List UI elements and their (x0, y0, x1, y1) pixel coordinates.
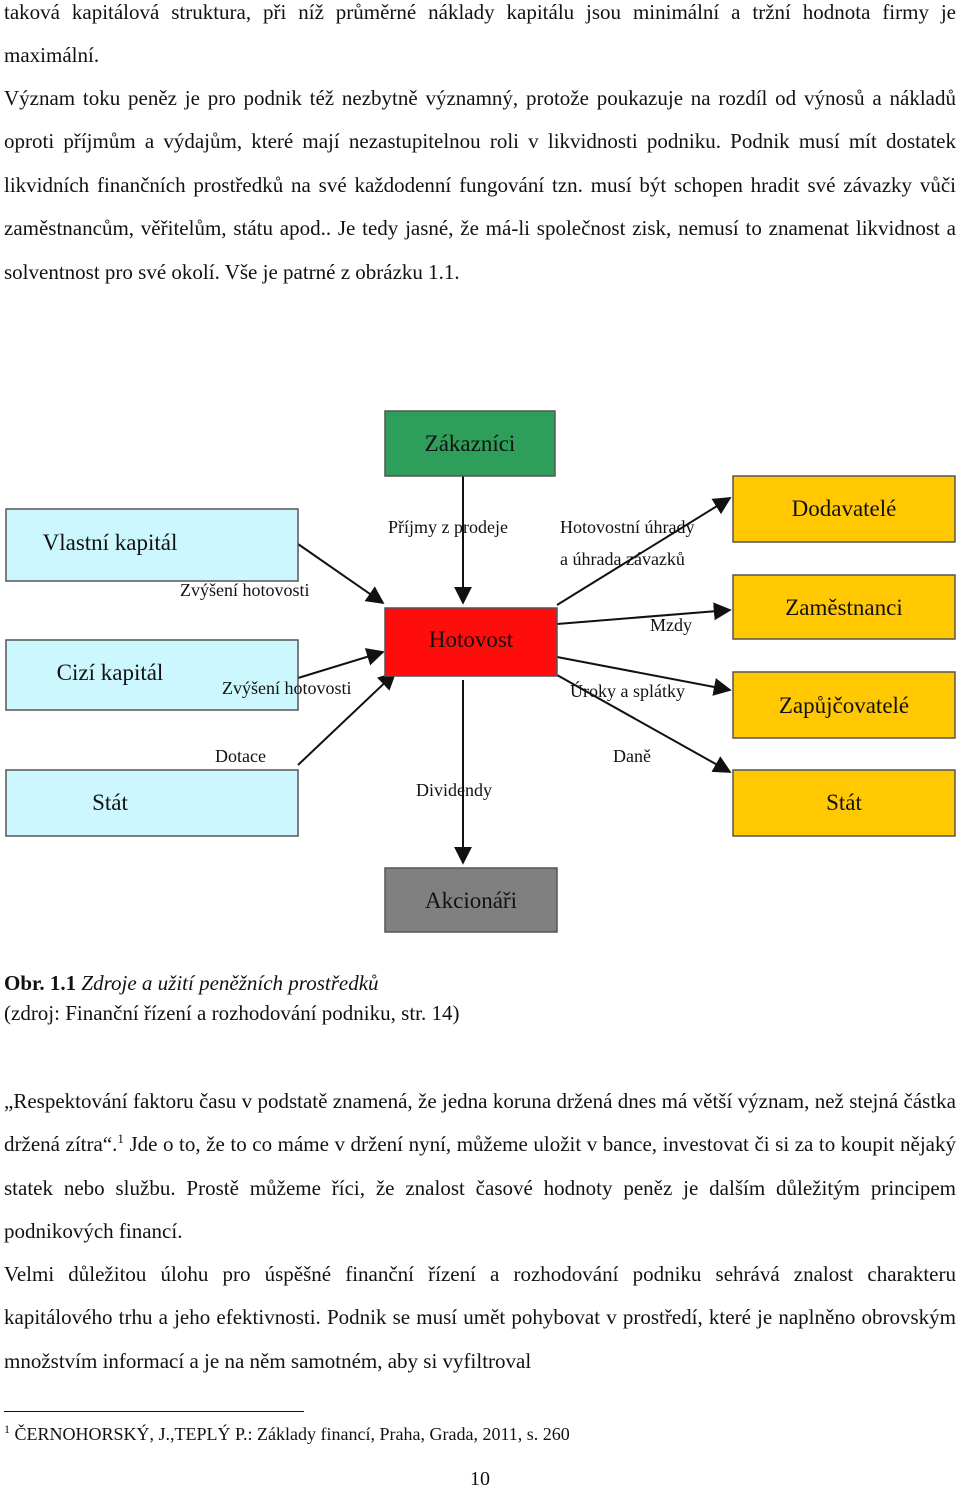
node-cash-label: Hotovost (429, 627, 514, 652)
edge-label-equity-increase: Zvýšení hotovosti (180, 580, 310, 600)
edge-label-wages: Mzdy (650, 615, 692, 635)
page-number: 10 (470, 1468, 490, 1490)
node-employees-label: Zaměstnanci (785, 595, 903, 620)
footnote: 1 ČERNOHORSKÝ, J.,TEPLÝ P.: Základy fina… (4, 1422, 570, 1446)
footnote-reference[interactable]: 1 (117, 1131, 124, 1147)
node-state-in-label: Stát (92, 790, 128, 815)
node-equity-label: Vlastní kapitál (43, 530, 178, 555)
node-debt-label: Cizí kapitál (57, 660, 164, 685)
node-cash: Hotovost (384, 607, 558, 677)
paragraph-time-value: „Respektování faktoru času v podstatě zn… (4, 1080, 956, 1254)
arrow-cash-to-state (556, 674, 732, 773)
edge-label-debt-increase: Zvýšení hotovosti (222, 678, 352, 698)
paragraph-cash-flow: Význam toku peněz je pro podnik též nezb… (4, 86, 956, 284)
node-employees: Zaměstnanci (732, 574, 956, 640)
edge-label-supplier-payments-1: Hotovostní úhrady (560, 517, 695, 537)
paragraph-capital-market: Velmi důležitou úlohu pro úspěšné finanč… (4, 1262, 956, 1373)
footnote-text: ČERNOHORSKÝ, J.,TEPLÝ P.: Základy financ… (14, 1424, 570, 1444)
arrow-cash-to-suppliers (556, 497, 732, 606)
diagram-arrows (297, 476, 732, 865)
arrow-equity-to-cash (297, 543, 385, 605)
figure-caption-label: Obr. 1.1 (4, 971, 77, 995)
node-lenders-label: Zapůjčovatelé (779, 693, 909, 718)
node-suppliers-label: Dodavatelé (792, 496, 897, 521)
node-state-out-label: Stát (826, 790, 862, 815)
figure-caption-title: Zdroje a užití peněžních prostředků (81, 971, 379, 995)
node-customers: Zákazníci (384, 410, 556, 477)
paragraph-time-value-rest: Jde o to, že to co máme v držení nyní, m… (4, 1132, 956, 1244)
edge-label-taxes: Daně (613, 746, 651, 766)
node-shareholders-label: Akcionáři (425, 888, 517, 913)
quote-text: „Respektování faktoru času v podstatě zn… (4, 1089, 956, 1157)
node-state-in: Stát (5, 769, 299, 837)
arrow-cash-to-employees (556, 602, 732, 625)
edge-label-subsidies: Dotace (215, 746, 266, 766)
node-debt: Cizí kapitál (5, 639, 299, 711)
paragraph-capital-structure: taková kapitálová struktura, při níž prů… (4, 0, 956, 68)
node-shareholders: Akcionáři (384, 867, 558, 933)
edge-label-supplier-payments-2: a úhrada závazků (560, 549, 685, 569)
edge-labels: Příjmy z prodeje Hotovostní úhrady a úhr… (180, 517, 695, 800)
cash-flow-diagram: Zákazníci Vlastní kapitál Cizí kapitál S… (0, 400, 960, 940)
footnote-mark: 1 (4, 1422, 10, 1436)
node-suppliers: Dodavatelé (732, 475, 956, 543)
edge-label-dividends: Dividendy (416, 780, 492, 800)
footnote-separator (4, 1411, 304, 1412)
arrow-state-to-cash (297, 671, 397, 766)
node-lenders: Zapůjčovatelé (732, 671, 956, 739)
figure-source: (zdroj: Finanční řízení a rozhodování po… (4, 1001, 460, 1025)
edge-label-sales: Příjmy z prodeje (388, 517, 508, 537)
node-customers-label: Zákazníci (425, 431, 516, 456)
arrow-cash-to-lenders (556, 656, 732, 696)
figure-caption: Obr. 1.1 Zdroje a užití peněžních prostř… (4, 968, 956, 1028)
arrow-debt-to-cash (297, 648, 385, 679)
node-equity: Vlastní kapitál (5, 508, 299, 582)
diagram-canvas: Zákazníci Vlastní kapitál Cizí kapitál S… (5, 410, 956, 933)
edge-label-interest: Úroky a splátky (570, 680, 685, 701)
node-state-out: Stát (732, 769, 956, 837)
